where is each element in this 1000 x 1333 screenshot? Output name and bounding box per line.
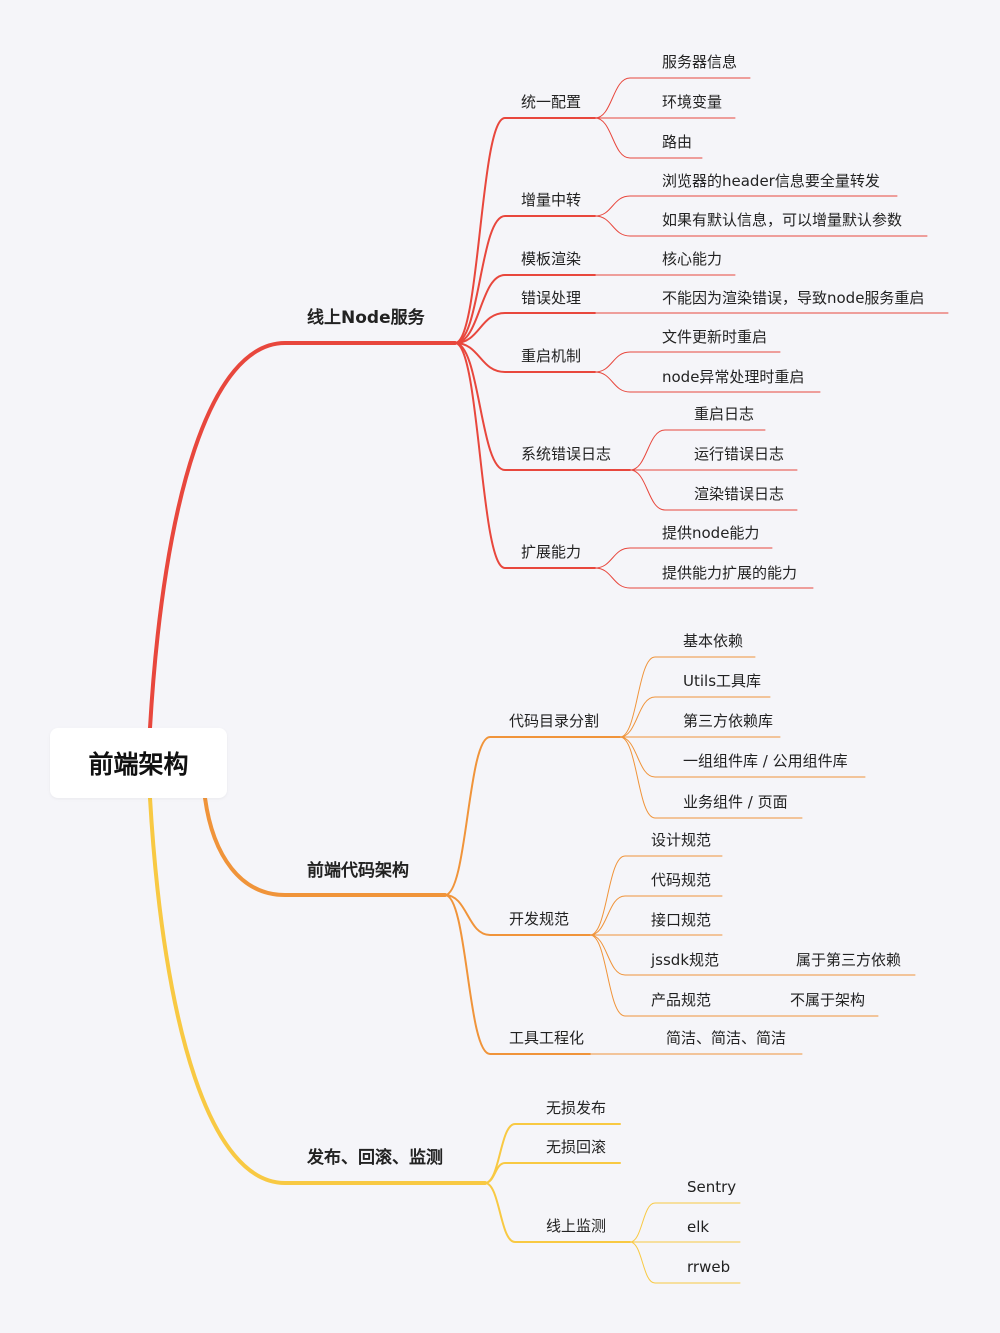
edge-branches-0-children-0-children-0 [594, 77, 751, 119]
topic-node-level-3: 一组组件库 / 公用组件库 [683, 752, 848, 770]
topic-node-level-2: 增量中转 [521, 191, 582, 209]
edge-branches-0-children-6-children-0 [594, 547, 773, 569]
topic-node-level-3: 代码规范 [651, 871, 712, 889]
topic-node-level-4: 不属于架构 [790, 991, 866, 1009]
topic-node-level-3: 运行错误日志 [694, 445, 785, 463]
topic-node-level-3: 第三方依赖库 [683, 712, 774, 730]
topic-node-level-3: 核心能力 [662, 250, 723, 268]
topic-node-level-2: 统一配置 [521, 93, 582, 111]
branch-node-level-1: 前端代码架构 [307, 861, 409, 881]
topic-node-level-3: Utils工具库 [683, 672, 762, 690]
topic-node-level-3: 路由 [662, 133, 693, 151]
edge-branches-0-children-0-children-2 [594, 117, 703, 159]
edge-branches-0-children-6 [454, 342, 596, 569]
topic-node-level-2: 工具工程化 [509, 1029, 585, 1047]
edge-branches-1-children-0-children-0 [619, 656, 756, 738]
topic-node-level-3: 服务器信息 [662, 53, 738, 71]
edge-branches-0-children-4-children-0 [594, 351, 781, 373]
edge-branches-0 [148, 341, 457, 730]
topic-node-level-3: jssdk规范 [651, 951, 720, 969]
edge-branches-0-children-6-children-1 [594, 567, 814, 589]
edge-branches-0-children-1 [454, 215, 596, 344]
edge-branches-0-children-5 [454, 342, 631, 471]
topic-node-level-2: 无损发布 [546, 1099, 607, 1117]
topic-node-level-3: 提供node能力 [662, 524, 760, 542]
edge-branches-0-children-3 [454, 312, 596, 344]
edge-branches-1-children-0 [444, 736, 621, 896]
edge-branches-1 [203, 796, 447, 897]
topic-node-level-3: 简洁、简洁、简洁 [666, 1029, 787, 1047]
edge-branches-1-children-1 [444, 894, 591, 936]
topic-node-level-3: 环境变量 [662, 93, 723, 111]
root-node: 前端架构 [50, 728, 227, 798]
edge-branches-0-children-5-children-0 [629, 429, 766, 471]
edge-branches-0-children-1-children-0 [594, 195, 898, 217]
edge-branches-2-children-1 [484, 1162, 621, 1184]
topic-node-level-3: 渲染错误日志 [694, 485, 785, 503]
topic-node-level-3: elk [687, 1218, 710, 1236]
edge-branches-2-children-2 [484, 1182, 631, 1243]
edge-branches-2-children-2-children-0 [629, 1202, 741, 1243]
branch-node-level-1: 发布、回滚、监测 [307, 1148, 443, 1168]
topic-node-level-2: 系统错误日志 [521, 445, 612, 463]
edge-branches-0-children-4-children-1 [594, 371, 821, 393]
topic-node-level-3: 接口规范 [651, 911, 712, 929]
topic-node-level-3: 如果有默认信息，可以增量默认参数 [662, 211, 903, 229]
topic-node-level-3: 业务组件 / 页面 [683, 793, 788, 811]
topic-node-level-2: 扩展能力 [521, 543, 582, 561]
topic-node-level-2: 重启机制 [521, 347, 582, 365]
topic-node-level-3: 提供能力扩展的能力 [662, 564, 798, 582]
topic-node-level-4: 属于第三方依赖 [796, 951, 902, 969]
topic-node-level-3: 产品规范 [651, 991, 712, 1009]
edge-branches-2 [148, 796, 487, 1185]
edge-branches-0-children-2 [454, 274, 596, 344]
topic-node-level-3: 浏览器的header信息要全量转发 [662, 172, 880, 190]
edge-branches-2-children-2-children-2 [629, 1241, 741, 1284]
topic-node-level-3: 不能因为渲染错误，导致node服务重启 [662, 289, 925, 307]
branch-node-level-1: 线上Node服务 [307, 308, 425, 328]
topic-node-level-2: 错误处理 [521, 289, 582, 307]
topic-node-level-3: 重启日志 [694, 405, 755, 423]
edge-branches-0-children-0 [454, 117, 596, 344]
edge-branches-1-children-0-children-4 [619, 736, 803, 819]
topic-node-level-3: Sentry [687, 1178, 737, 1196]
edge-branches-1-children-1-children-4 [589, 934, 761, 1017]
topic-node-level-2: 开发规范 [509, 910, 570, 928]
edge-branches-1-children-1-children-3 [589, 934, 761, 976]
topic-node-level-3: rrweb [687, 1258, 731, 1276]
edge-branches-1-children-1-children-1 [589, 895, 723, 936]
edge-branches-1-children-1-children-0 [589, 855, 723, 936]
edge-branches-0-children-1-children-1 [594, 215, 928, 237]
topic-node-level-3: 设计规范 [651, 831, 712, 849]
edge-branches-1-children-0-children-1 [619, 696, 771, 738]
topic-node-level-3: 文件更新时重启 [662, 328, 768, 346]
topic-node-level-2: 代码目录分割 [509, 712, 600, 730]
topic-node-level-2: 无损回滚 [546, 1138, 607, 1156]
edge-branches-0-children-5-children-2 [629, 469, 798, 511]
edge-branches-1-children-0-children-3 [619, 736, 866, 778]
topic-node-level-3: 基本依赖 [683, 632, 744, 650]
edge-branches-1-children-2 [444, 894, 591, 1055]
topic-node-level-2: 模板渲染 [521, 250, 582, 268]
topic-node-level-2: 线上监测 [546, 1217, 607, 1235]
edge-branches-0-children-4 [454, 342, 596, 373]
topic-node-level-3: node异常处理时重启 [662, 368, 805, 386]
